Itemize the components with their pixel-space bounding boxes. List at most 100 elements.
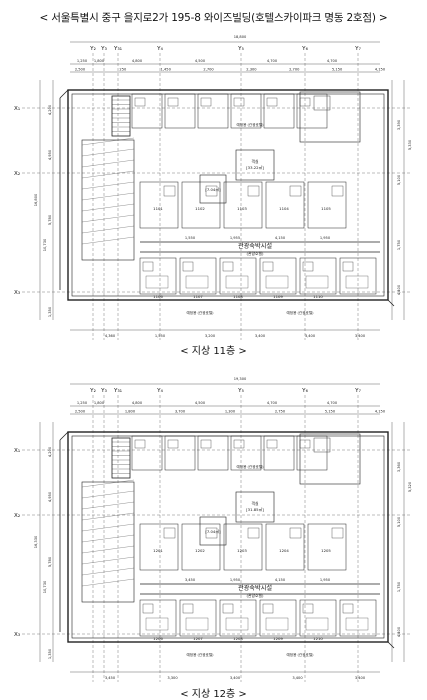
- room-code-label: 1210: [313, 636, 323, 641]
- top-dimension: 3,700: [175, 410, 186, 414]
- axis-label-y: Y₄: [156, 388, 163, 394]
- top-dimension: 1,800: [94, 59, 105, 63]
- bed-fixture: [265, 275, 289, 289]
- fixture: [266, 439, 278, 449]
- lower-room-cell: [179, 599, 217, 637]
- mid-dimension: 4,150: [275, 236, 286, 240]
- axis-label-y: Y₅: [237, 46, 244, 52]
- bath-fixture: [247, 527, 260, 539]
- right-total-dimension: 5,330: [408, 139, 412, 150]
- top-dimension: 4,500: [195, 401, 206, 405]
- lower-room-cell: [259, 599, 297, 637]
- top-dimension: 250: [119, 68, 127, 72]
- bath-fixture: [182, 261, 194, 272]
- axis-label-y: Y₃₁: [113, 46, 122, 52]
- top-dimension: 1,250: [77, 401, 88, 405]
- bottom-dimension: 3,450: [105, 676, 116, 680]
- bath-fixture: [342, 603, 354, 614]
- axis-label-y: Y₂: [89, 46, 96, 52]
- mid-room-cell: [181, 523, 221, 571]
- left-dimension: 5,780: [48, 214, 52, 225]
- fixture: [134, 97, 146, 107]
- room-code-label: 1108: [233, 294, 243, 299]
- bed-fixture: [185, 275, 209, 289]
- hatch-line: [81, 225, 135, 234]
- hatch-line: [81, 556, 135, 565]
- room-code-label: 1105: [321, 206, 331, 211]
- outline-chamfer: [387, 299, 395, 307]
- bath-fixture: [142, 261, 154, 272]
- bottom-dimension: 3,400: [292, 676, 303, 680]
- note-label: 예정용 (관광호텔): [186, 310, 214, 315]
- top-dimension: 1,800: [94, 401, 105, 405]
- axis-label-y: Y₄: [156, 46, 163, 52]
- bed-fixture: [305, 275, 329, 289]
- mid-room-cell: [265, 181, 305, 229]
- mid-dimension: 3,450: [185, 578, 196, 582]
- axis-label-y: Y₆: [301, 46, 308, 52]
- hatch-line: [81, 148, 135, 157]
- right-dimension: 4,400: [397, 284, 401, 295]
- bath-fixture: [182, 603, 194, 614]
- axis-label-x: X₃: [14, 290, 20, 296]
- hatch-line: [81, 534, 135, 543]
- mid-dimension: 1,950: [230, 578, 241, 582]
- overall-dimension: 19,300: [234, 377, 247, 381]
- fixture: [200, 439, 212, 449]
- hatch-line: [81, 159, 135, 168]
- elevator-area: [7.04㎡]: [205, 529, 221, 534]
- main-room-label: 객실: [252, 159, 259, 164]
- axis-label-y: Y₂: [89, 388, 96, 394]
- left-dimension: 5,780: [48, 556, 52, 567]
- bottom-dimension: 1,550: [155, 334, 166, 338]
- room-code-label: 1205: [321, 548, 331, 553]
- hatch-line: [81, 192, 135, 201]
- left-dimension: 1,350: [48, 648, 52, 659]
- axis-label-y: Y₇: [354, 388, 361, 394]
- hatch-line: [81, 523, 135, 532]
- top-dimension: 2,500: [75, 410, 86, 414]
- bottom-dimension: 3,300: [167, 676, 178, 680]
- bath-fixture: [205, 527, 218, 539]
- top-room-cell: [296, 93, 328, 129]
- fixture: [167, 439, 179, 449]
- bath-fixture: [331, 185, 344, 197]
- axis-label-y: Y₅: [237, 388, 244, 394]
- room-code-label: 1208: [233, 636, 243, 641]
- lower-room-cell: [339, 599, 377, 637]
- bath-fixture: [302, 603, 314, 614]
- top-room-cell: [197, 93, 229, 129]
- bed-fixture: [185, 617, 209, 631]
- outline-chamfer: [59, 89, 69, 99]
- floor-plan-caption-11f: < 지상 11층 >: [180, 346, 247, 357]
- top-dimension: 1,300: [225, 410, 236, 414]
- left-mid-dimension: 10,730: [43, 580, 47, 593]
- bath-fixture: [262, 261, 274, 272]
- bed-fixture: [145, 275, 169, 289]
- bed-fixture: [305, 617, 329, 631]
- hatch-line: [81, 578, 135, 587]
- left-total-dimension: 16,330: [34, 535, 38, 548]
- corridor-label: 관광숙박시설: [238, 584, 272, 592]
- room-code-label: 1209: [273, 636, 283, 641]
- left-zone: [81, 481, 135, 603]
- top-dimension: 4,700: [327, 59, 338, 63]
- lower-room-cell: [259, 257, 297, 295]
- top-dimension: 4,500: [195, 59, 206, 63]
- axis-label-x: X₁: [14, 448, 20, 454]
- hatch-line: [81, 181, 135, 190]
- main-room-area: [31.85㎡]: [246, 507, 264, 512]
- floor-plan-caption-12f: < 지상 12층 >: [180, 689, 247, 700]
- fixture: [200, 97, 212, 107]
- right-dimension: 3,360: [397, 461, 401, 472]
- lower-room-cell: [339, 257, 377, 295]
- bed-fixture: [225, 275, 249, 289]
- left-total-dimension: 16,800: [34, 193, 38, 206]
- top-dimension: 4,800: [132, 59, 143, 63]
- note-label: 예정용 (관광호텔): [286, 310, 314, 315]
- room-code-label: 1103: [237, 206, 247, 211]
- mid-dimension: 1,550: [185, 236, 196, 240]
- mid-room-cell: [265, 523, 305, 571]
- right-dimension: 5,100: [397, 174, 401, 185]
